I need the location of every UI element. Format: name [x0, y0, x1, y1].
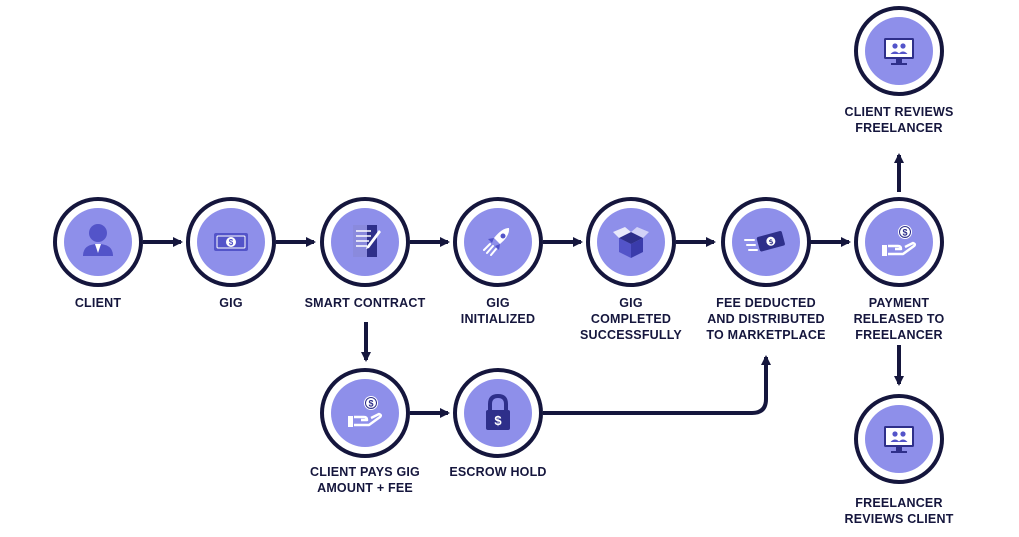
svg-text:$: $ [768, 239, 774, 247]
hand-coin-icon: $ [348, 396, 383, 427]
rocket-icon [483, 228, 510, 256]
client-label: CLIENT [74, 296, 122, 310]
svg-text:$: $ [229, 238, 234, 247]
svg-text:$: $ [368, 399, 373, 409]
freelancer-reviews-node [854, 394, 944, 484]
hand-coin-icon: $ [882, 225, 917, 256]
client-pays-node: $ [320, 368, 410, 458]
arrow-escrow-hold-to-fee-deducted [543, 355, 771, 415]
freelancer-reviews-label: FREELANCER REVIEWS CLIENT [844, 496, 954, 526]
gig-initialized-label: GIG INITIALIZED [460, 296, 536, 326]
person-icon [83, 224, 113, 256]
gig-initialized-node [453, 197, 543, 287]
svg-text:$: $ [494, 413, 502, 428]
document-pen-icon [353, 225, 381, 257]
fee-deducted-label: FEE DEDUCTED AND DISTRIBUTED TO MARKETPL… [706, 296, 826, 342]
svg-text:$: $ [902, 228, 907, 238]
flying-money-icon: $ [744, 231, 785, 252]
payment-released-node: $ [854, 197, 944, 287]
client-reviews-node [854, 6, 944, 96]
padlock-dollar-icon: $ [486, 393, 510, 430]
monitor-users-icon [884, 426, 914, 453]
gig-completed-node [586, 197, 676, 287]
client-pays-label: CLIENT PAYS GIG AMOUNT + FEE [310, 465, 420, 495]
monitor-users-icon [884, 38, 914, 65]
client-reviews-label: CLIENT REVIEWS FREELANCER [844, 105, 954, 135]
smart-contract-label: SMART CONTRACT [304, 296, 426, 310]
gig-completed-label: GIG COMPLETED SUCCESSFULLY [580, 296, 682, 342]
gig-label: GIG [219, 296, 243, 310]
dollar-bill-icon: $ [214, 233, 248, 251]
gig-node: $ [186, 197, 276, 287]
escrow-hold-label: ESCROW HOLD [449, 465, 547, 479]
fee-deducted-node: $ [721, 197, 811, 287]
open-box-icon [613, 227, 649, 258]
payment-released-label: PAYMENT RELEASED TO FREELANCER [853, 296, 945, 342]
smart-contract-node [320, 197, 410, 287]
escrow-hold-node: $ [453, 368, 543, 458]
client-node [53, 197, 143, 287]
